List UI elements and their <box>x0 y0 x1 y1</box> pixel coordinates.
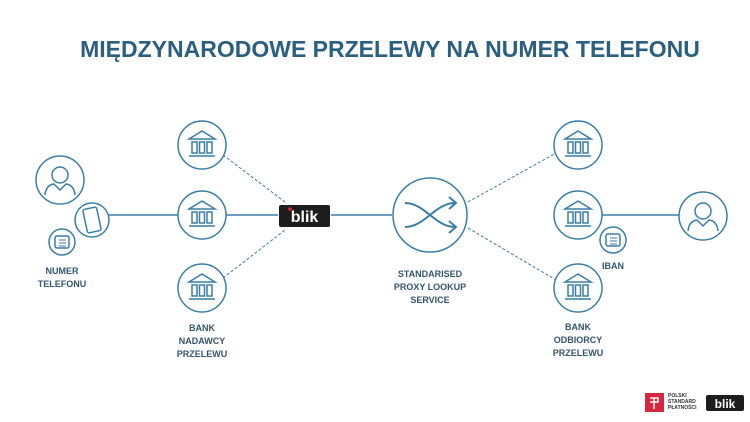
sender-person-icon <box>35 155 85 205</box>
bank-icon <box>553 190 603 240</box>
receiver-person-icon <box>678 191 728 241</box>
blik-logo: blik <box>279 205 330 227</box>
iban-label: IBAN <box>602 261 624 271</box>
shuffle-icon <box>392 177 468 253</box>
psp-logo <box>645 393 664 412</box>
page-title: MIĘDZYNARODOWE PRZELEWY NA NUMER TELEFON… <box>80 36 700 62</box>
bank-icon <box>177 190 227 240</box>
bank-icon <box>177 263 227 313</box>
bank-icon <box>553 120 603 170</box>
bank-icon <box>177 120 227 170</box>
iban-card-icon <box>599 226 627 254</box>
id-card-icon <box>48 228 76 256</box>
svg-text:blik: blik <box>715 397 736 411</box>
blik-logo-small: blik <box>706 395 744 411</box>
phone-icon <box>74 202 110 238</box>
bank-icon <box>553 263 603 313</box>
dashed-lines <box>222 152 557 281</box>
svg-text:blik: blik <box>291 209 319 226</box>
